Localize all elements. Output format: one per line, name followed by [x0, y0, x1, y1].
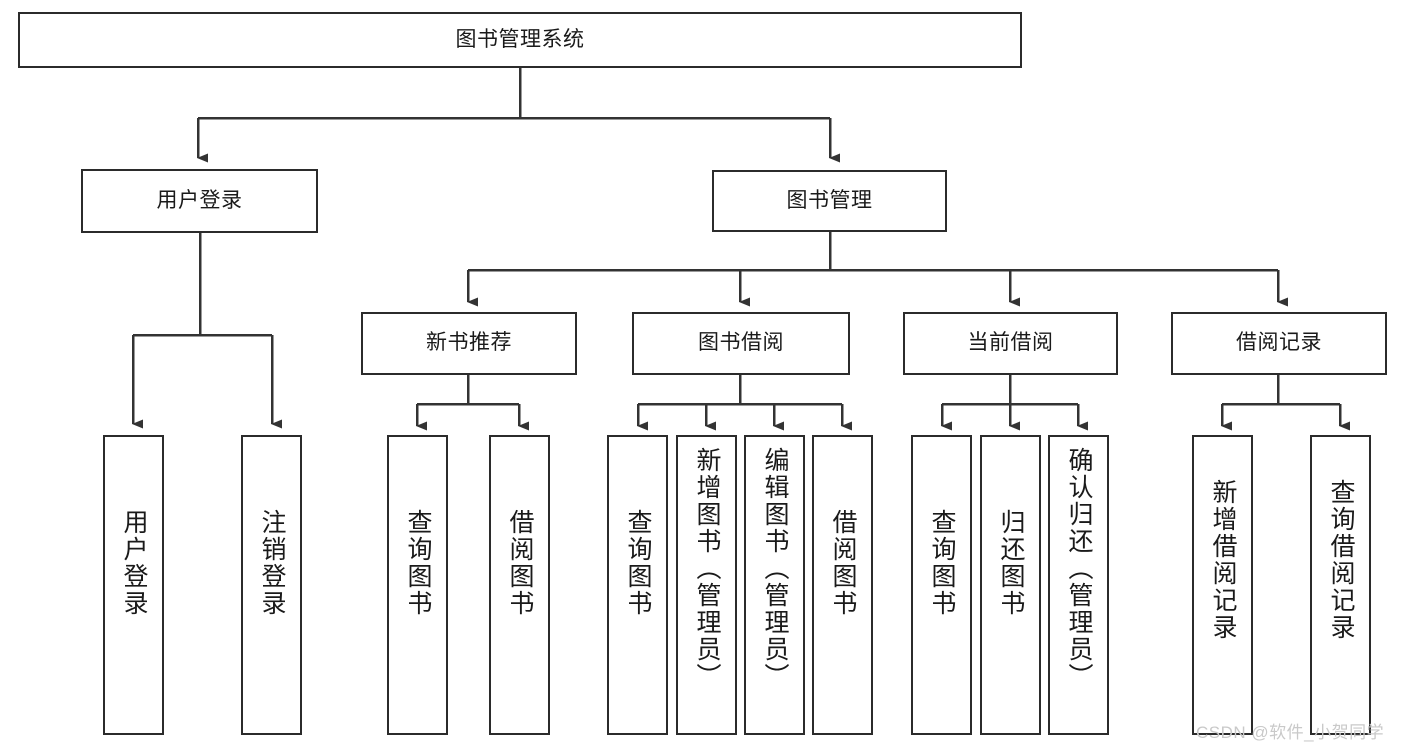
node-user-login[interactable]: 用户登录 — [81, 169, 318, 233]
leaf-add-book[interactable]: 新增图书（管理员） — [676, 435, 737, 735]
node-label-root: 图书管理系统 — [455, 27, 585, 51]
leaf-label-add-record: 新增借阅记录 — [1209, 479, 1237, 641]
leaf-label-user-logout: 注销登录 — [258, 509, 286, 617]
node-label-borrow-record: 借阅记录 — [1236, 331, 1322, 355]
leaf-label-borrow-book-1: 借阅图书 — [506, 509, 534, 617]
node-root-book-management-system[interactable]: 图书管理系统 — [18, 12, 1022, 68]
node-current-borrow[interactable]: 当前借阅 — [903, 312, 1118, 375]
node-label-book-borrow: 图书借阅 — [698, 331, 784, 355]
leaf-user-login[interactable]: 用户登录 — [103, 435, 164, 735]
csdn-watermark: CSDN @软件_小贺同学 — [1196, 723, 1385, 742]
leaf-label-query-book-1: 查询图书 — [404, 509, 432, 617]
leaf-label-return-book: 归还图书 — [997, 509, 1025, 617]
leaf-confirm-return[interactable]: 确认归还（管理员） — [1048, 435, 1109, 735]
node-label-book-management: 图书管理 — [786, 188, 873, 212]
leaf-label-query-record: 查询借阅记录 — [1327, 479, 1355, 641]
leaf-label-confirm-return: 确认归还（管理员） — [1065, 447, 1093, 690]
leaf-borrow-book-1[interactable]: 借阅图书 — [489, 435, 550, 735]
node-book-management[interactable]: 图书管理 — [712, 170, 947, 232]
leaf-query-book-3[interactable]: 查询图书 — [911, 435, 972, 735]
leaf-label-query-book-3: 查询图书 — [928, 509, 956, 617]
leaf-query-book-2[interactable]: 查询图书 — [607, 435, 668, 735]
leaf-return-book[interactable]: 归还图书 — [980, 435, 1041, 735]
leaf-label-edit-book: 编辑图书（管理员） — [761, 447, 789, 690]
leaf-edit-book[interactable]: 编辑图书（管理员） — [744, 435, 805, 735]
leaf-label-query-book-2: 查询图书 — [624, 509, 652, 617]
leaf-label-add-book: 新增图书（管理员） — [693, 447, 721, 690]
leaf-label-borrow-book-2: 借阅图书 — [829, 509, 857, 617]
node-new-book-recommend[interactable]: 新书推荐 — [361, 312, 577, 375]
leaf-user-logout[interactable]: 注销登录 — [241, 435, 302, 735]
node-label-new-book-recommend: 新书推荐 — [426, 331, 512, 355]
leaf-borrow-book-2[interactable]: 借阅图书 — [812, 435, 873, 735]
leaf-query-record[interactable]: 查询借阅记录 — [1310, 435, 1371, 735]
node-book-borrow[interactable]: 图书借阅 — [632, 312, 850, 375]
leaf-add-record[interactable]: 新增借阅记录 — [1192, 435, 1253, 735]
node-label-current-borrow: 当前借阅 — [967, 331, 1054, 355]
node-borrow-record[interactable]: 借阅记录 — [1171, 312, 1387, 375]
leaf-query-book-1[interactable]: 查询图书 — [387, 435, 448, 735]
leaf-label-user-login: 用户登录 — [120, 509, 148, 617]
node-label-user-login: 用户登录 — [156, 188, 243, 212]
